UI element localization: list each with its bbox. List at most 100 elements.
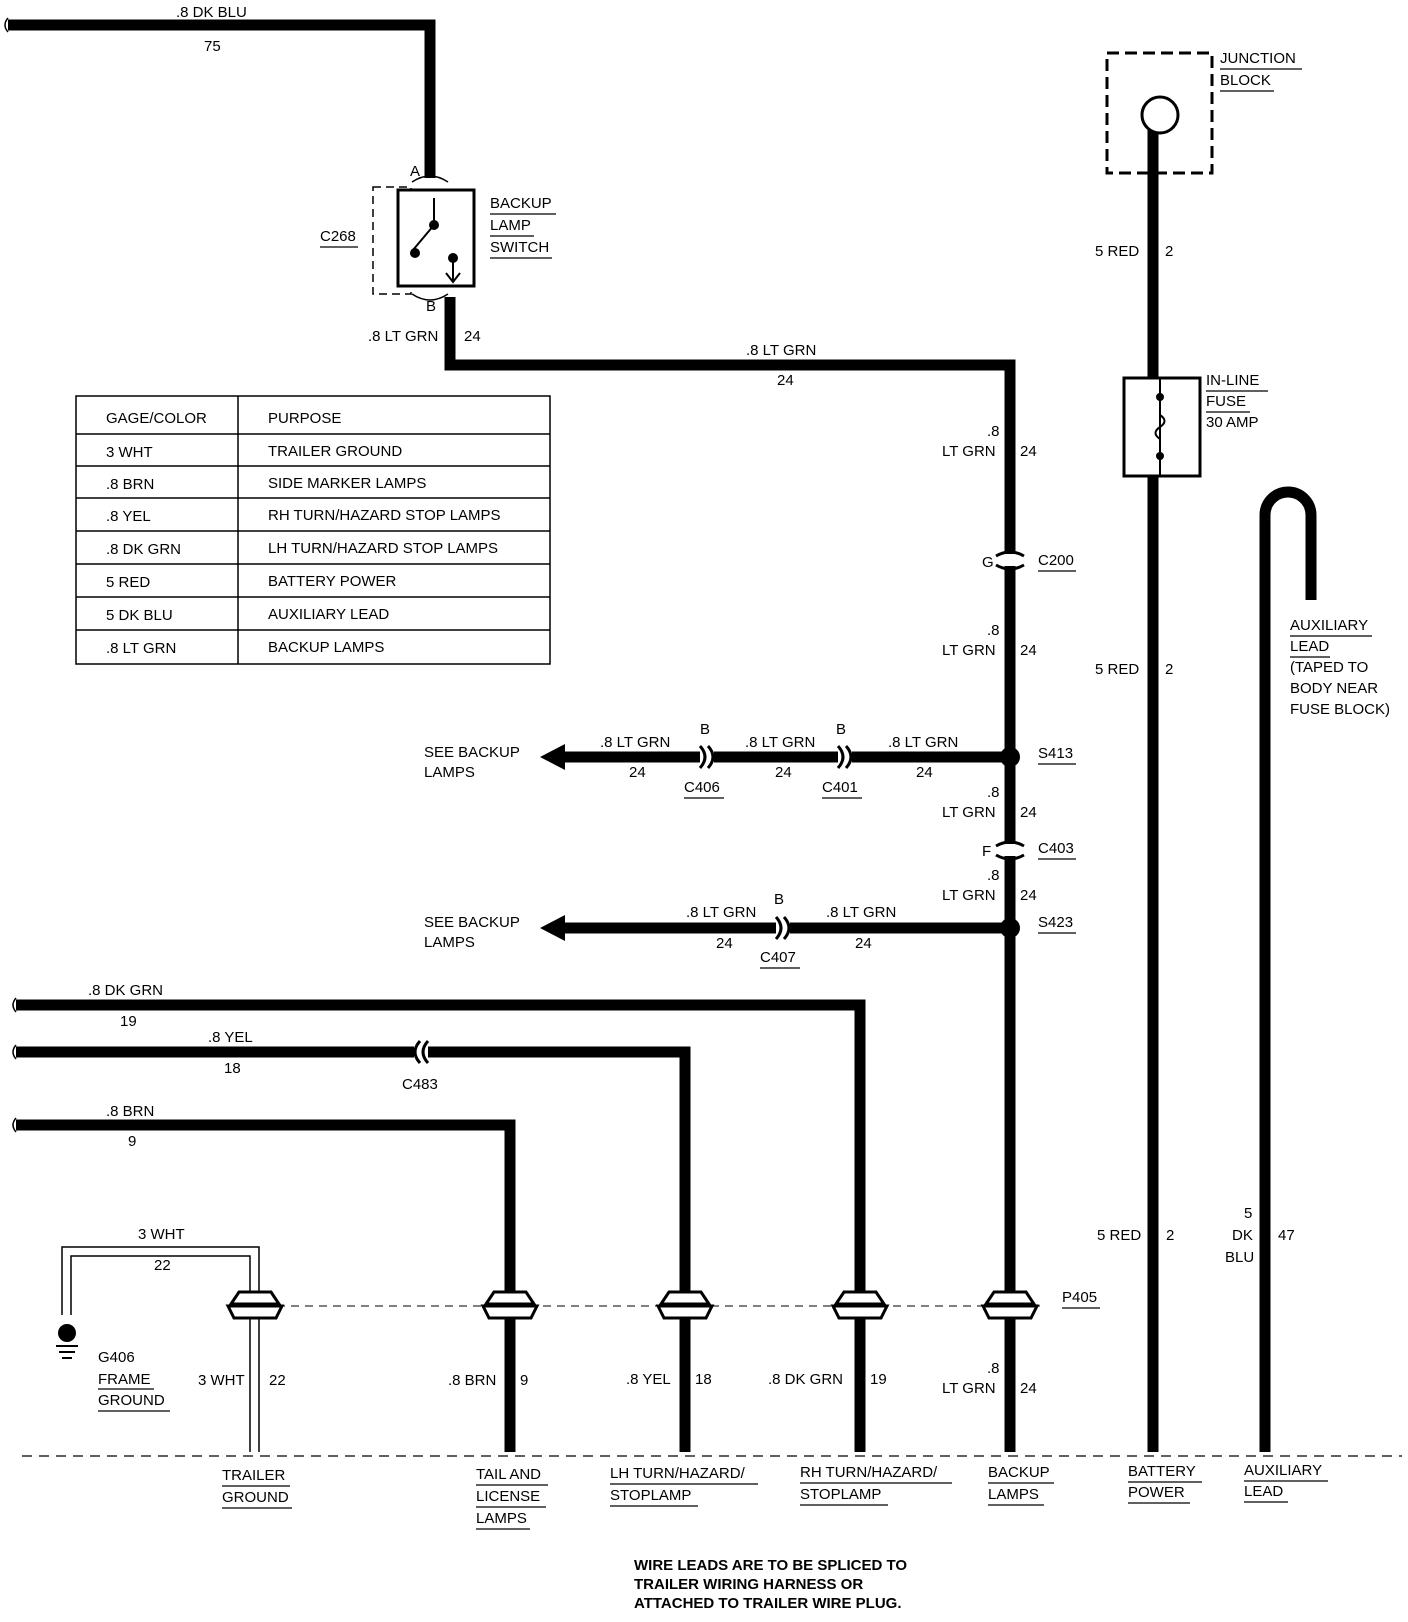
aux-label-1: AUXILIARY [1290,617,1368,634]
wire-circuit-label: 24 [629,764,646,781]
wire-aux-dk-blu-47 [1259,486,1317,1452]
pin-b-label: B [836,721,846,738]
table-cell-gage: .8 YEL [106,508,151,525]
junction-terminal [1140,95,1180,135]
wire-color-label: LT GRN [942,443,996,460]
table-header-gage: GAGE/COLOR [106,410,207,427]
dest-tail-3: LAMPS [476,1510,527,1527]
p405-connector [225,1290,1040,1320]
wire-circuit-label: 24 [775,764,792,781]
table-cell-purpose: BACKUP LAMPS [268,639,384,656]
c401-connector-symbol [836,744,853,770]
junction-label-1: JUNCTION [1220,50,1296,67]
wire-color-label: .8 LT GRN [888,734,958,751]
wire-gage-label: .8 [987,423,1000,440]
wires [8,19,1317,1452]
wire-lt-grn-main [444,297,1016,1452]
wire-color-label: .8 LT GRN [826,904,896,921]
wire-color-label: LT GRN [942,642,996,659]
c406-label: C406 [684,779,720,796]
wire-color-label: .8 YEL [208,1029,253,1046]
wire-color-label: .8 DK BLU [176,4,247,21]
wire-circuit-label: 75 [204,38,221,55]
wire-circuit-label: 24 [1020,642,1037,659]
table-cell-purpose: TRAILER GROUND [268,443,402,460]
table-cell-gage: 3 WHT [106,444,153,461]
wire-circuit-label: 24 [1020,804,1037,821]
wire-color-label: DK [1232,1227,1253,1244]
fuse-label-1: IN-LINE [1206,372,1259,389]
wire-circuit-label: 19 [120,1013,137,1030]
aux-label-4: BODY NEAR [1290,680,1378,697]
pin-g-label: G [982,554,994,571]
note-line-2: TRAILER WIRING HARNESS OR [634,1576,863,1593]
aux-label-3: (TAPED TO [1290,659,1368,676]
switch-label-3: SWITCH [490,239,549,256]
wire-gage-label: .8 [987,1360,1000,1377]
wire-circuit-label: 2 [1165,243,1173,260]
wire-circuit-label: 24 [1020,443,1037,460]
aux-label-5: FUSE BLOCK) [1290,701,1390,718]
ground-label-2: FRAME [98,1371,151,1388]
fuse-label-3: 30 AMP [1206,414,1259,431]
s423-splice [1000,918,1020,938]
c483-label: C483 [402,1076,438,1093]
wire-circuit-label: 24 [716,935,733,952]
wire-circuit-label: 47 [1278,1227,1295,1244]
s423-label: S423 [1038,914,1073,931]
dest-tail-1: TAIL AND [476,1466,541,1483]
see-backup-label-2: LAMPS [424,764,475,781]
c401-label: C401 [822,779,858,796]
dest-backup-1: BACKUP [988,1464,1050,1481]
wire-color-label: 5 RED [1097,1227,1141,1244]
wire-circuit-label: 24 [1020,1380,1037,1397]
wire-circuit-label: 24 [464,328,481,345]
wire-color-label: .8 YEL [626,1371,671,1388]
wire-color-label: .8 BRN [106,1103,154,1120]
table-cell-purpose: RH TURN/HAZARD STOP LAMPS [268,507,501,524]
dest-trailer-ground-1: TRAILER [222,1467,286,1484]
junction-label-2: BLOCK [1220,72,1271,89]
wire-circuit-label: 18 [224,1060,241,1077]
backup-lamp-switch [372,175,476,301]
wire-color-label: .8 LT GRN [745,734,815,751]
note-line-3: ATTACHED TO TRAILER WIRE PLUG. [634,1595,902,1612]
wire-circuit-label: 9 [128,1133,136,1150]
c403-label: C403 [1038,840,1074,857]
p405-pin-trailer-ground [225,1290,285,1320]
c406-connector-symbol [698,744,715,770]
wire-gage-label: 5 [1244,1205,1252,1222]
wire-color-label: .8 DK GRN [88,982,163,999]
dest-battery-2: POWER [1128,1484,1185,1501]
c407-connector-symbol [774,915,791,941]
wire-color-label: .8 DK GRN [768,1371,843,1388]
wire-color-label: LT GRN [942,1380,996,1397]
wire-color-label: .8 LT GRN [686,904,756,921]
table-header-purpose: PURPOSE [268,410,341,427]
wire-circuit-label: 2 [1165,661,1173,678]
wire-color-label: LT GRN [942,887,996,904]
dest-trailer-ground-2: GROUND [222,1489,289,1506]
pin-b-label: B [700,721,710,738]
wire-color-label: 3 WHT [198,1372,245,1389]
c200-connector-symbol [995,550,1025,571]
wire-circuit-label: 19 [870,1371,887,1388]
wire-circuit-label: 24 [916,764,933,781]
s413-label: S413 [1038,745,1073,762]
ground-label-3: GROUND [98,1392,165,1409]
arrow-left-icon [540,915,565,941]
s413-splice [1000,747,1020,767]
wire-color-label: LT GRN [942,804,996,821]
table-cell-purpose: AUXILIARY LEAD [268,606,389,623]
p405-label: P405 [1062,1289,1097,1306]
wire-gage-label: .8 [987,784,1000,801]
table-cell-purpose: SIDE MARKER LAMPS [268,475,426,492]
p405-pin-lh [655,1290,715,1320]
inline-fuse [1122,376,1202,478]
labels: .8 DK BLU 75 A B C268 BACKUP LAMP SWITCH… [88,4,1390,1612]
table-cell-gage: .8 LT GRN [106,640,176,657]
c407-label: C407 [760,949,796,966]
dest-rh-1: RH TURN/HAZARD/ [800,1464,938,1481]
see-backup-label-1: SEE BACKUP [424,914,520,931]
wire-color-label: .8 LT GRN [600,734,670,751]
